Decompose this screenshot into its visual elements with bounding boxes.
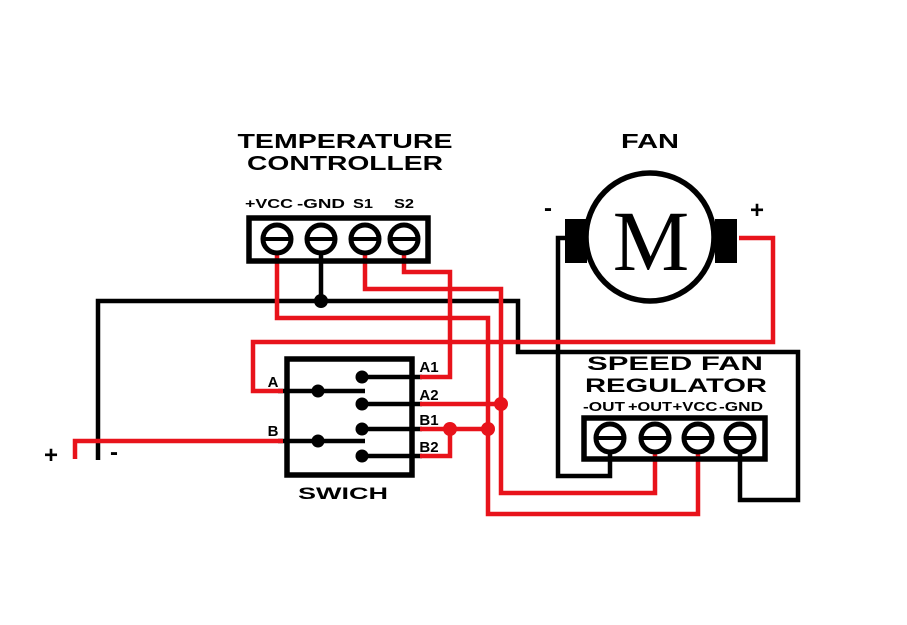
switch-contact-a1-dot [355, 370, 369, 384]
switch-box [284, 356, 415, 478]
wire-switch-a-to-fan-positive [250, 235, 776, 394]
switch-pole-b-label: B [268, 423, 279, 440]
switch-pole-a-label: A [268, 374, 279, 391]
switch-contact-b2-label: B2 [419, 439, 438, 456]
switch-contact-a1-label: A1 [419, 359, 438, 376]
junction-b1-b2 [443, 422, 457, 436]
fan-title: FAN [621, 131, 679, 153]
reg-terminal-label-vcc: +VCC [673, 399, 719, 414]
switch-title: SWICH [298, 484, 388, 503]
wire-tc-vcc-to-b1-to-reg-vcc [274, 239, 701, 517]
junction-a2-s1-out [494, 397, 508, 411]
switch-contact-a2-label: A2 [419, 387, 438, 404]
tc-title-line1: TEMPERATURE [238, 131, 453, 153]
reg-title-line1: SPEED FAN [587, 354, 763, 375]
tc-terminal-label-gnd: -GND [297, 196, 345, 211]
power-minus-label: - [110, 439, 118, 466]
tc-terminal-screws [260, 222, 421, 256]
junction-b1-vcc [481, 422, 495, 436]
switch-contact-b1-label: B1 [419, 412, 438, 429]
tc-terminal-label-s1: S1 [353, 196, 373, 211]
switch-pole-b-dot [311, 434, 325, 448]
switch-contact-b2-dot [355, 449, 369, 463]
switch-pole-a-dot [311, 384, 325, 398]
fan-brush-left [565, 219, 587, 263]
wire-b2-to-b1-jumper [420, 429, 453, 459]
fan-minus-label: - [544, 195, 552, 222]
switch-contact-a2-dot [355, 397, 369, 411]
tc-terminal-label-s2: S2 [394, 196, 414, 211]
tc-title-line2: CONTROLLER [247, 153, 444, 175]
switch-contact-b1-dot [355, 422, 369, 436]
fan-plus-label: + [750, 197, 764, 224]
reg-terminal-label-out-minus: -OUT [583, 399, 625, 414]
power-plus-label: + [44, 442, 58, 469]
wire-power-plus-to-switch-b [72, 438, 283, 459]
reg-terminal-label-out-plus: +OUT [628, 399, 672, 414]
fan-brush-right [715, 219, 737, 263]
wire-fan-negative-to-out [555, 235, 613, 479]
fan-motor-letter: M [613, 193, 689, 289]
wire-tc-s1-to-a2-to-reg-plusout [362, 239, 658, 496]
reg-terminal-block [581, 415, 768, 462]
reg-terminal-screws [593, 421, 757, 455]
reg-title-line2: REGULATOR [585, 376, 767, 397]
wire-gnd-bus [95, 298, 801, 503]
tc-terminal-block [246, 215, 431, 264]
junction-gnd-bus [314, 294, 328, 308]
tc-terminal-label-vcc: +VCC [245, 196, 294, 211]
reg-terminal-label-gnd: -GND [719, 399, 763, 414]
